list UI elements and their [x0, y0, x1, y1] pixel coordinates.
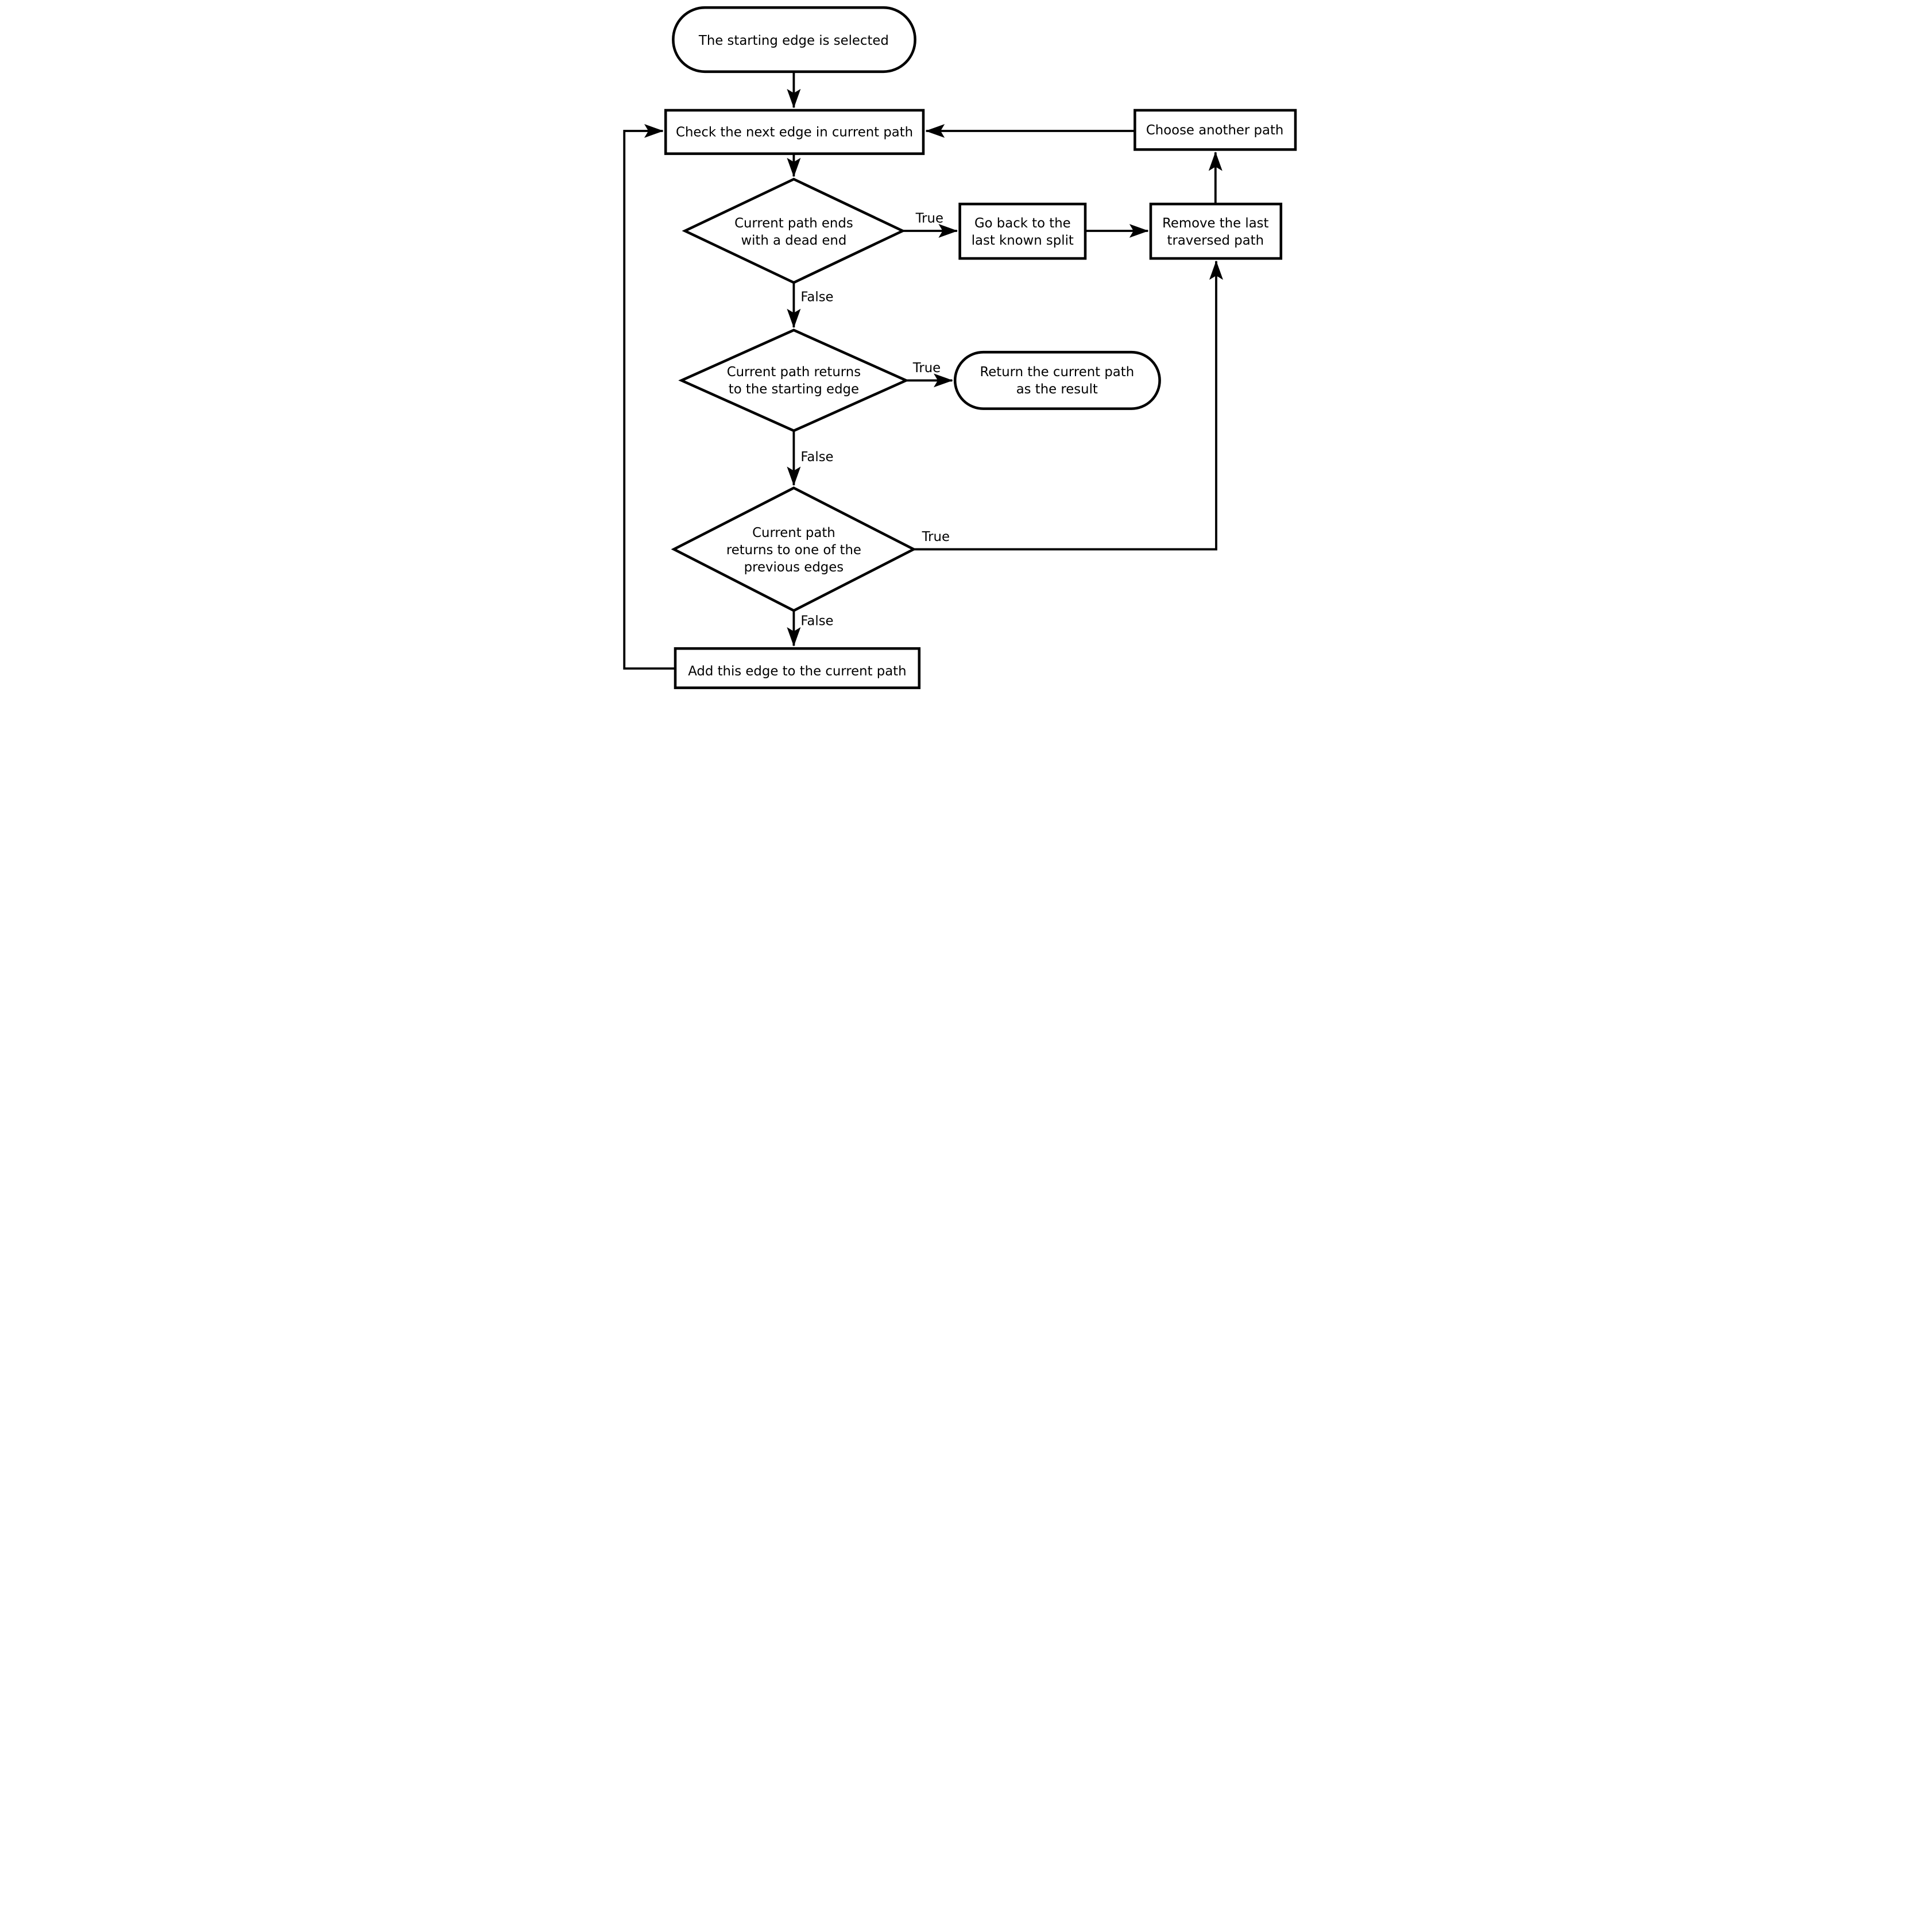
edge-label-true-9: True	[921, 530, 949, 544]
node-start-terminator	[671, 6, 916, 74]
edge-label-false-8: False	[800, 450, 833, 465]
edge-label-false-10: False	[800, 613, 833, 628]
node-check-process	[664, 109, 924, 155]
node-choose-another-label: Choose another path	[1146, 123, 1283, 138]
node-start-label: The starting edge is selected	[698, 33, 888, 48]
edge-label-true-7: True	[912, 361, 940, 376]
edge-label-false-6: False	[800, 289, 833, 304]
node-return-result-terminator	[953, 350, 1161, 410]
node-remove-last-process	[1149, 202, 1282, 260]
edge-returns-prev-to-remove-last	[913, 260, 1223, 551]
node-returns-start-decision	[678, 329, 910, 432]
node-add-edge-label: Add this edge to the current path	[688, 664, 906, 679]
edges-layer	[622, 71, 1223, 670]
node-choose-another-process	[1133, 109, 1297, 151]
edge-label-true-2: True	[915, 211, 943, 226]
node-dead-end-decision	[681, 177, 906, 284]
node-add-edge-process	[674, 647, 920, 689]
node-check-label: Check the next edge in current path	[676, 125, 913, 140]
node-go-back-process	[958, 202, 1086, 260]
edge-add-edge-to-check	[622, 123, 675, 670]
node-returns-prev-decision	[671, 486, 916, 612]
